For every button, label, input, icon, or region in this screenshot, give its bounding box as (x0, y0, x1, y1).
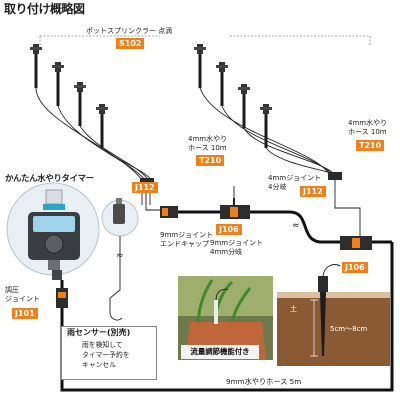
hose9-label: 9mm水やりホース 5m (226, 377, 302, 386)
rain-sensor-title: 雨センサー(別売) (67, 328, 131, 337)
depth-label: 5cm〜8cm (330, 325, 368, 333)
rain-sensor-line-3: キャンセル (82, 361, 116, 369)
page-title: 取り付け概略図 (4, 2, 85, 16)
rain-sensor-line-2: タイマー予約を (82, 351, 130, 359)
badge-j112-right: J112 (300, 186, 326, 197)
badge-t210-left: T210 (196, 155, 225, 166)
joint-9mm-mid (220, 198, 250, 219)
hose4-right-label-1: 4mm水やり (348, 119, 388, 127)
rain-sensor-device (113, 204, 125, 224)
hoses-4mm-right (199, 87, 340, 177)
rain-sensor-note (61, 326, 157, 380)
endcap-label-1: 9mmジョイント (160, 231, 214, 239)
sprinkler-group-right (194, 44, 272, 148)
hose4-left-label-2: ホース 10m (188, 144, 227, 152)
endcap-joint (160, 206, 178, 218)
soil-label: 土 (290, 305, 297, 313)
badge-s102: S102 (116, 38, 145, 49)
regulator-label-1: 調圧 (5, 286, 19, 294)
joint9-label-1: 9mmジョイント (210, 239, 264, 247)
rain-sensor-line-1: 雨を検知して (82, 341, 123, 349)
flow-control-caption: 流量調節機能付き (181, 345, 259, 359)
hose4-left-label-1: 4mm水やり (188, 135, 228, 143)
leader-lines (39, 35, 371, 45)
timer-title: かんたん水やりタイマー (5, 173, 94, 183)
svg-text:≈: ≈ (292, 221, 300, 231)
soil-section (277, 264, 390, 366)
hose4-right-label-2: ホース 10m (348, 128, 387, 136)
badge-j106-mid: J106 (216, 224, 242, 235)
timer-device (28, 189, 80, 270)
badge-j106-right: J106 (342, 262, 368, 273)
badge-t210-right: T210 (356, 140, 385, 151)
sprinkler-group-left (30, 44, 108, 148)
joint9-label-2: 4mm分岐 (210, 248, 243, 256)
joint-9mm-right (340, 236, 372, 250)
endcap-label-2: エンドキャップ (160, 240, 209, 248)
regulator-label-2: ジョイント (5, 295, 40, 303)
badge-j101: J101 (12, 308, 38, 319)
joint4-label-2: 4分岐 (268, 183, 287, 191)
badge-j112-left: J112 (132, 182, 158, 193)
pot-sprinkler-label: ポットスプリンクラー 点滴 (86, 27, 173, 35)
j112-right-part (328, 172, 342, 180)
joint4-label-1: 4mmジョイント (268, 174, 322, 182)
regulator-part (52, 270, 62, 280)
